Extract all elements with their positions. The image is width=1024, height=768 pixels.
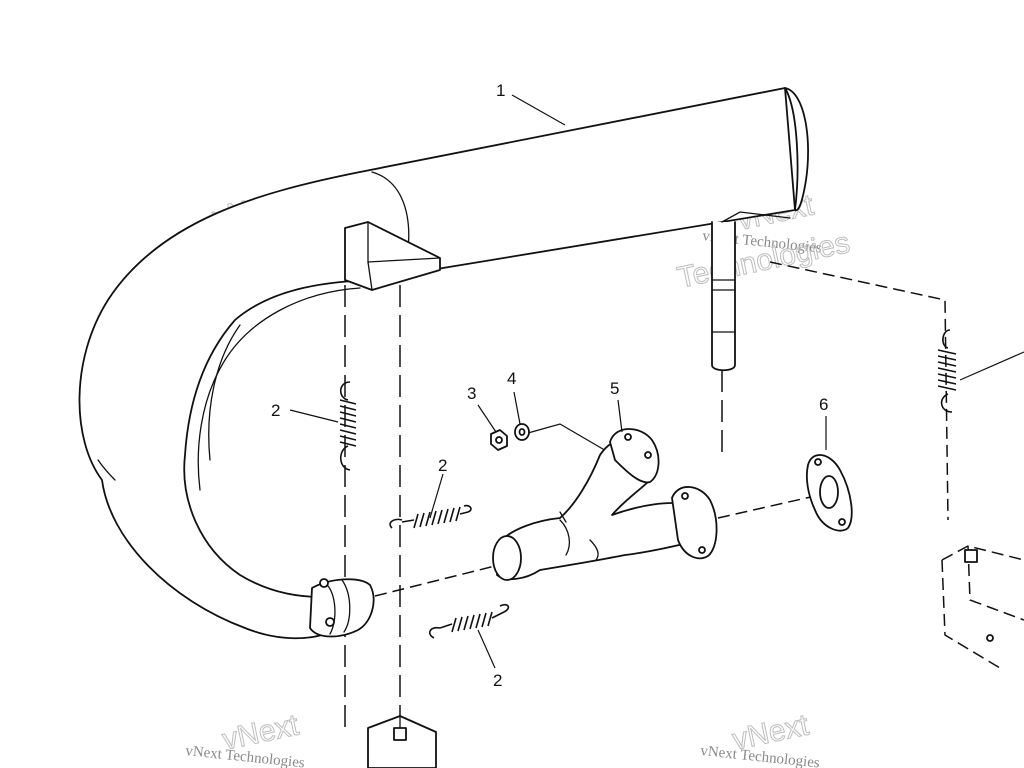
spring-left-vertical xyxy=(339,381,357,471)
callout-6: 6 xyxy=(819,395,828,414)
y-pipe-inlet xyxy=(492,535,522,581)
y-pipe-right-flange xyxy=(671,486,718,560)
spring-center xyxy=(389,504,472,529)
washer xyxy=(514,423,530,441)
muffler-end-cap xyxy=(784,87,809,212)
muffler-assembly xyxy=(78,87,809,640)
flange-gasket xyxy=(805,454,853,532)
callout-5: 5 xyxy=(610,379,619,398)
alignment-lines xyxy=(344,261,949,730)
frame-bracket-right xyxy=(941,545,1024,669)
watermark-bottom-left: vNext vNext Technologies xyxy=(185,708,306,768)
callout-labels: 1 2 2 2 3 4 5 6 xyxy=(271,81,828,690)
spring-right-vertical xyxy=(937,329,957,413)
callout-1: 1 xyxy=(496,81,505,100)
frame-bracket-bottom xyxy=(367,715,437,768)
hanger-rod xyxy=(711,221,736,372)
y-pipe-manifold xyxy=(492,428,718,581)
callout-2-left: 2 xyxy=(271,401,280,420)
nut xyxy=(490,429,508,451)
muffler-body xyxy=(78,87,796,640)
spring-lower xyxy=(428,603,510,639)
y-pipe-upper-flange xyxy=(609,428,660,484)
callout-3: 3 xyxy=(467,384,476,403)
callout-4: 4 xyxy=(507,369,516,388)
callout-leaders xyxy=(289,94,1024,669)
watermark-bottom-right: vNext vNext Technologies xyxy=(700,708,821,768)
callout-2-center: 2 xyxy=(438,456,447,475)
pipe-outlet-joint xyxy=(309,578,375,638)
y-pipe-body xyxy=(496,437,701,581)
callout-2-bottom: 2 xyxy=(493,671,502,690)
